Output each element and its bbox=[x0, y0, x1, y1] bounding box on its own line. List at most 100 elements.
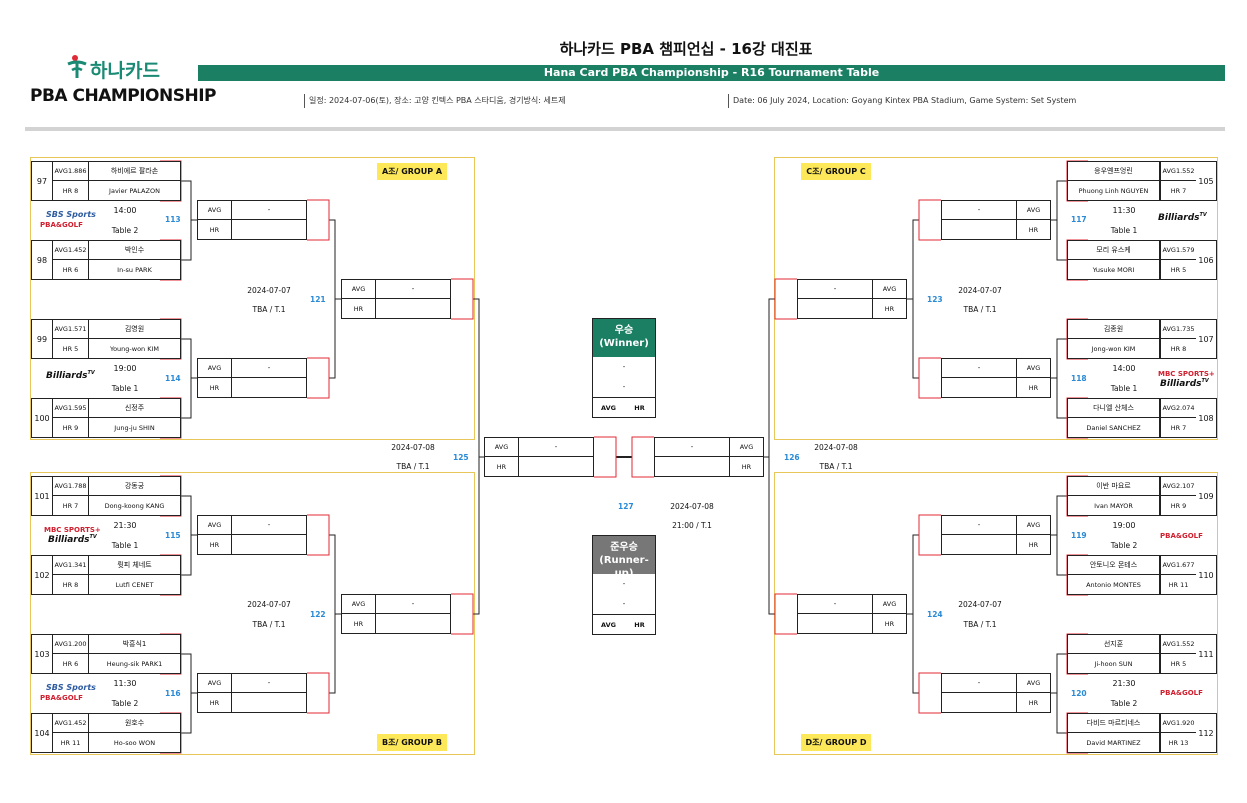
winner-avg-label: AVG bbox=[601, 403, 616, 412]
match-126-date: 2024-07-08 bbox=[814, 443, 858, 452]
player-hr: HR 5 bbox=[1160, 654, 1196, 673]
player-hr: HR 5 bbox=[1160, 260, 1196, 279]
match-127-number: 127 bbox=[618, 502, 634, 511]
match-125-place: TBA / T.1 bbox=[396, 462, 430, 471]
player-avg: AVG1.595 bbox=[52, 399, 88, 418]
player-name-kr: 이반 마요르 bbox=[1068, 477, 1160, 496]
match-113-time: 14:00 bbox=[113, 206, 137, 215]
hr-value bbox=[232, 378, 306, 397]
runner-up-avg-label: AVG bbox=[601, 620, 616, 629]
seed-number: 107 bbox=[1198, 334, 1214, 344]
match-120-time: 21:30 bbox=[1112, 679, 1136, 688]
player-104-box: 104 AVG1.452 HR 11 원호수 Ho-soo WON bbox=[31, 713, 181, 753]
result-box-125: AVG - HR bbox=[484, 437, 594, 477]
player-avg: AVG1.452 bbox=[52, 714, 88, 733]
result-box-126: - AVG HR bbox=[654, 437, 764, 477]
player-name-kr: 원호수 bbox=[88, 714, 180, 733]
hr-value bbox=[519, 457, 593, 476]
avg-label: AVG bbox=[1016, 516, 1050, 535]
winner-title-en: (Winner) bbox=[599, 338, 649, 349]
player-avg: AVG1.788 bbox=[52, 477, 88, 496]
avg-value: - bbox=[519, 438, 593, 457]
player-name-en: In-su PARK bbox=[88, 260, 180, 279]
match-118-time: 14:00 bbox=[1112, 364, 1136, 373]
match-124-place: TBA / T.1 bbox=[963, 620, 997, 629]
player-name-en: Ho-soo WON bbox=[88, 733, 180, 752]
avg-label: AVG bbox=[1016, 674, 1050, 693]
seed-number: 100 bbox=[34, 413, 50, 423]
player-name-kr: 박흥식1 bbox=[88, 635, 180, 654]
seed-number: 105 bbox=[1198, 176, 1214, 186]
group-c-label: C조/ GROUP C bbox=[801, 163, 871, 180]
match-127-place: 21:00 / T.1 bbox=[672, 521, 712, 530]
player-name-kr: 김종원 bbox=[1068, 320, 1160, 339]
avg-value: - bbox=[232, 516, 306, 535]
result-box-114: AVG - HR bbox=[197, 358, 307, 398]
winner-footer: AVG HR bbox=[593, 397, 655, 417]
player-108-box: 다니엘 산체스 Daniel SANCHEZ AVG2.074 HR 7 108 bbox=[1067, 398, 1217, 438]
match-117-table: Table 1 bbox=[1110, 226, 1138, 235]
player-hr: HR 8 bbox=[52, 181, 88, 200]
broadcaster-logo: PBA&GOLF bbox=[1160, 526, 1230, 550]
player-hr: HR 7 bbox=[1160, 181, 1196, 200]
avg-label: AVG bbox=[729, 438, 763, 457]
brand-bottom: PBA CHAMPIONSHIP bbox=[30, 86, 217, 106]
avg-value: - bbox=[376, 280, 450, 299]
player-107-box: 김종원 Jong-won KIM AVG1.735 HR 8 107 bbox=[1067, 319, 1217, 359]
match-120-table: Table 2 bbox=[1110, 699, 1138, 708]
match-114-number: 114 bbox=[165, 374, 181, 383]
title-bar: Hana Card PBA Championship - R16 Tournam… bbox=[198, 65, 1225, 81]
match-117-time: 11:30 bbox=[1112, 206, 1136, 215]
pba-golf-logo: PBA&GOLF bbox=[1160, 689, 1203, 697]
player-name-kr: 륏피 체네트 bbox=[88, 556, 180, 575]
seed-number: 112 bbox=[1198, 728, 1214, 738]
hr-value bbox=[232, 220, 306, 239]
player-avg: AVG2.074 bbox=[1160, 399, 1196, 418]
player-avg: AVG1.735 bbox=[1160, 320, 1196, 339]
pba-golf-logo: PBA&GOLF bbox=[40, 221, 83, 229]
player-name-kr: 신정주 bbox=[88, 399, 180, 418]
match-123-place: TBA / T.1 bbox=[963, 305, 997, 314]
runner-up-line-2: - bbox=[622, 600, 626, 608]
hr-value bbox=[798, 614, 872, 633]
avg-value: - bbox=[376, 595, 450, 614]
player-99-box: 99 AVG1.571 HR 5 김영원 Young-won KIM bbox=[31, 319, 181, 359]
player-name-en: Young-won KIM bbox=[88, 339, 180, 358]
player-name-kr: 다니엘 산체스 bbox=[1068, 399, 1160, 418]
seed-number: 109 bbox=[1198, 491, 1214, 501]
avg-value: - bbox=[232, 674, 306, 693]
player-avg: AVG1.571 bbox=[52, 320, 88, 339]
avg-label: AVG bbox=[1016, 359, 1050, 378]
hr-value bbox=[942, 378, 1016, 397]
hr-value bbox=[942, 220, 1016, 239]
player-avg: AVG1.452 bbox=[52, 241, 88, 260]
match-116-table: Table 2 bbox=[111, 699, 139, 708]
hr-label: HR bbox=[729, 457, 763, 476]
billiards-tv-logo: BilliardsTV bbox=[1160, 378, 1209, 389]
player-105-box: 응우옌프엉린 Phuong Linh NGUYEN AVG1.552 HR 7 … bbox=[1067, 161, 1217, 201]
winner-hr-label: HR bbox=[634, 403, 645, 412]
broadcaster-logo: MBC SPORTS+ BilliardsTV bbox=[44, 526, 114, 550]
player-avg: AVG1.341 bbox=[52, 556, 88, 575]
result-box-123: - AVG HR bbox=[797, 279, 907, 319]
match-117-number: 117 bbox=[1071, 215, 1087, 224]
match-120-number: 120 bbox=[1071, 689, 1087, 698]
player-112-box: 다비드 마르티네스 David MARTINEZ AVG1.920 HR 13 … bbox=[1067, 713, 1217, 753]
match-115-time: 21:30 bbox=[113, 521, 137, 530]
player-97-box: 97 AVG1.886 HR 8 하비에르 팔라손 Javier PALAZON bbox=[31, 161, 181, 201]
hr-value bbox=[942, 693, 1016, 712]
match-119-number: 119 bbox=[1071, 531, 1087, 540]
hanacard-symbol-icon bbox=[67, 55, 87, 78]
match-126-number: 126 bbox=[784, 453, 800, 462]
match-123-number: 123 bbox=[927, 295, 943, 304]
player-110-box: 안토니오 몬테스 Antonio MONTES AVG1.677 HR 11 1… bbox=[1067, 555, 1217, 595]
match-125-number: 125 bbox=[453, 453, 469, 462]
seed-number: 102 bbox=[34, 570, 50, 580]
winner-line-2: - bbox=[622, 383, 626, 391]
result-box-118: - AVG HR bbox=[941, 358, 1051, 398]
match-115-number: 115 bbox=[165, 531, 181, 540]
seed-number: 104 bbox=[34, 728, 50, 738]
avg-value: - bbox=[942, 359, 1016, 378]
player-101-box: 101 AVG1.788 HR 7 강동궁 Dong-koong KANG bbox=[31, 476, 181, 516]
mbc-sports-logo: MBC SPORTS+ bbox=[1158, 370, 1215, 378]
